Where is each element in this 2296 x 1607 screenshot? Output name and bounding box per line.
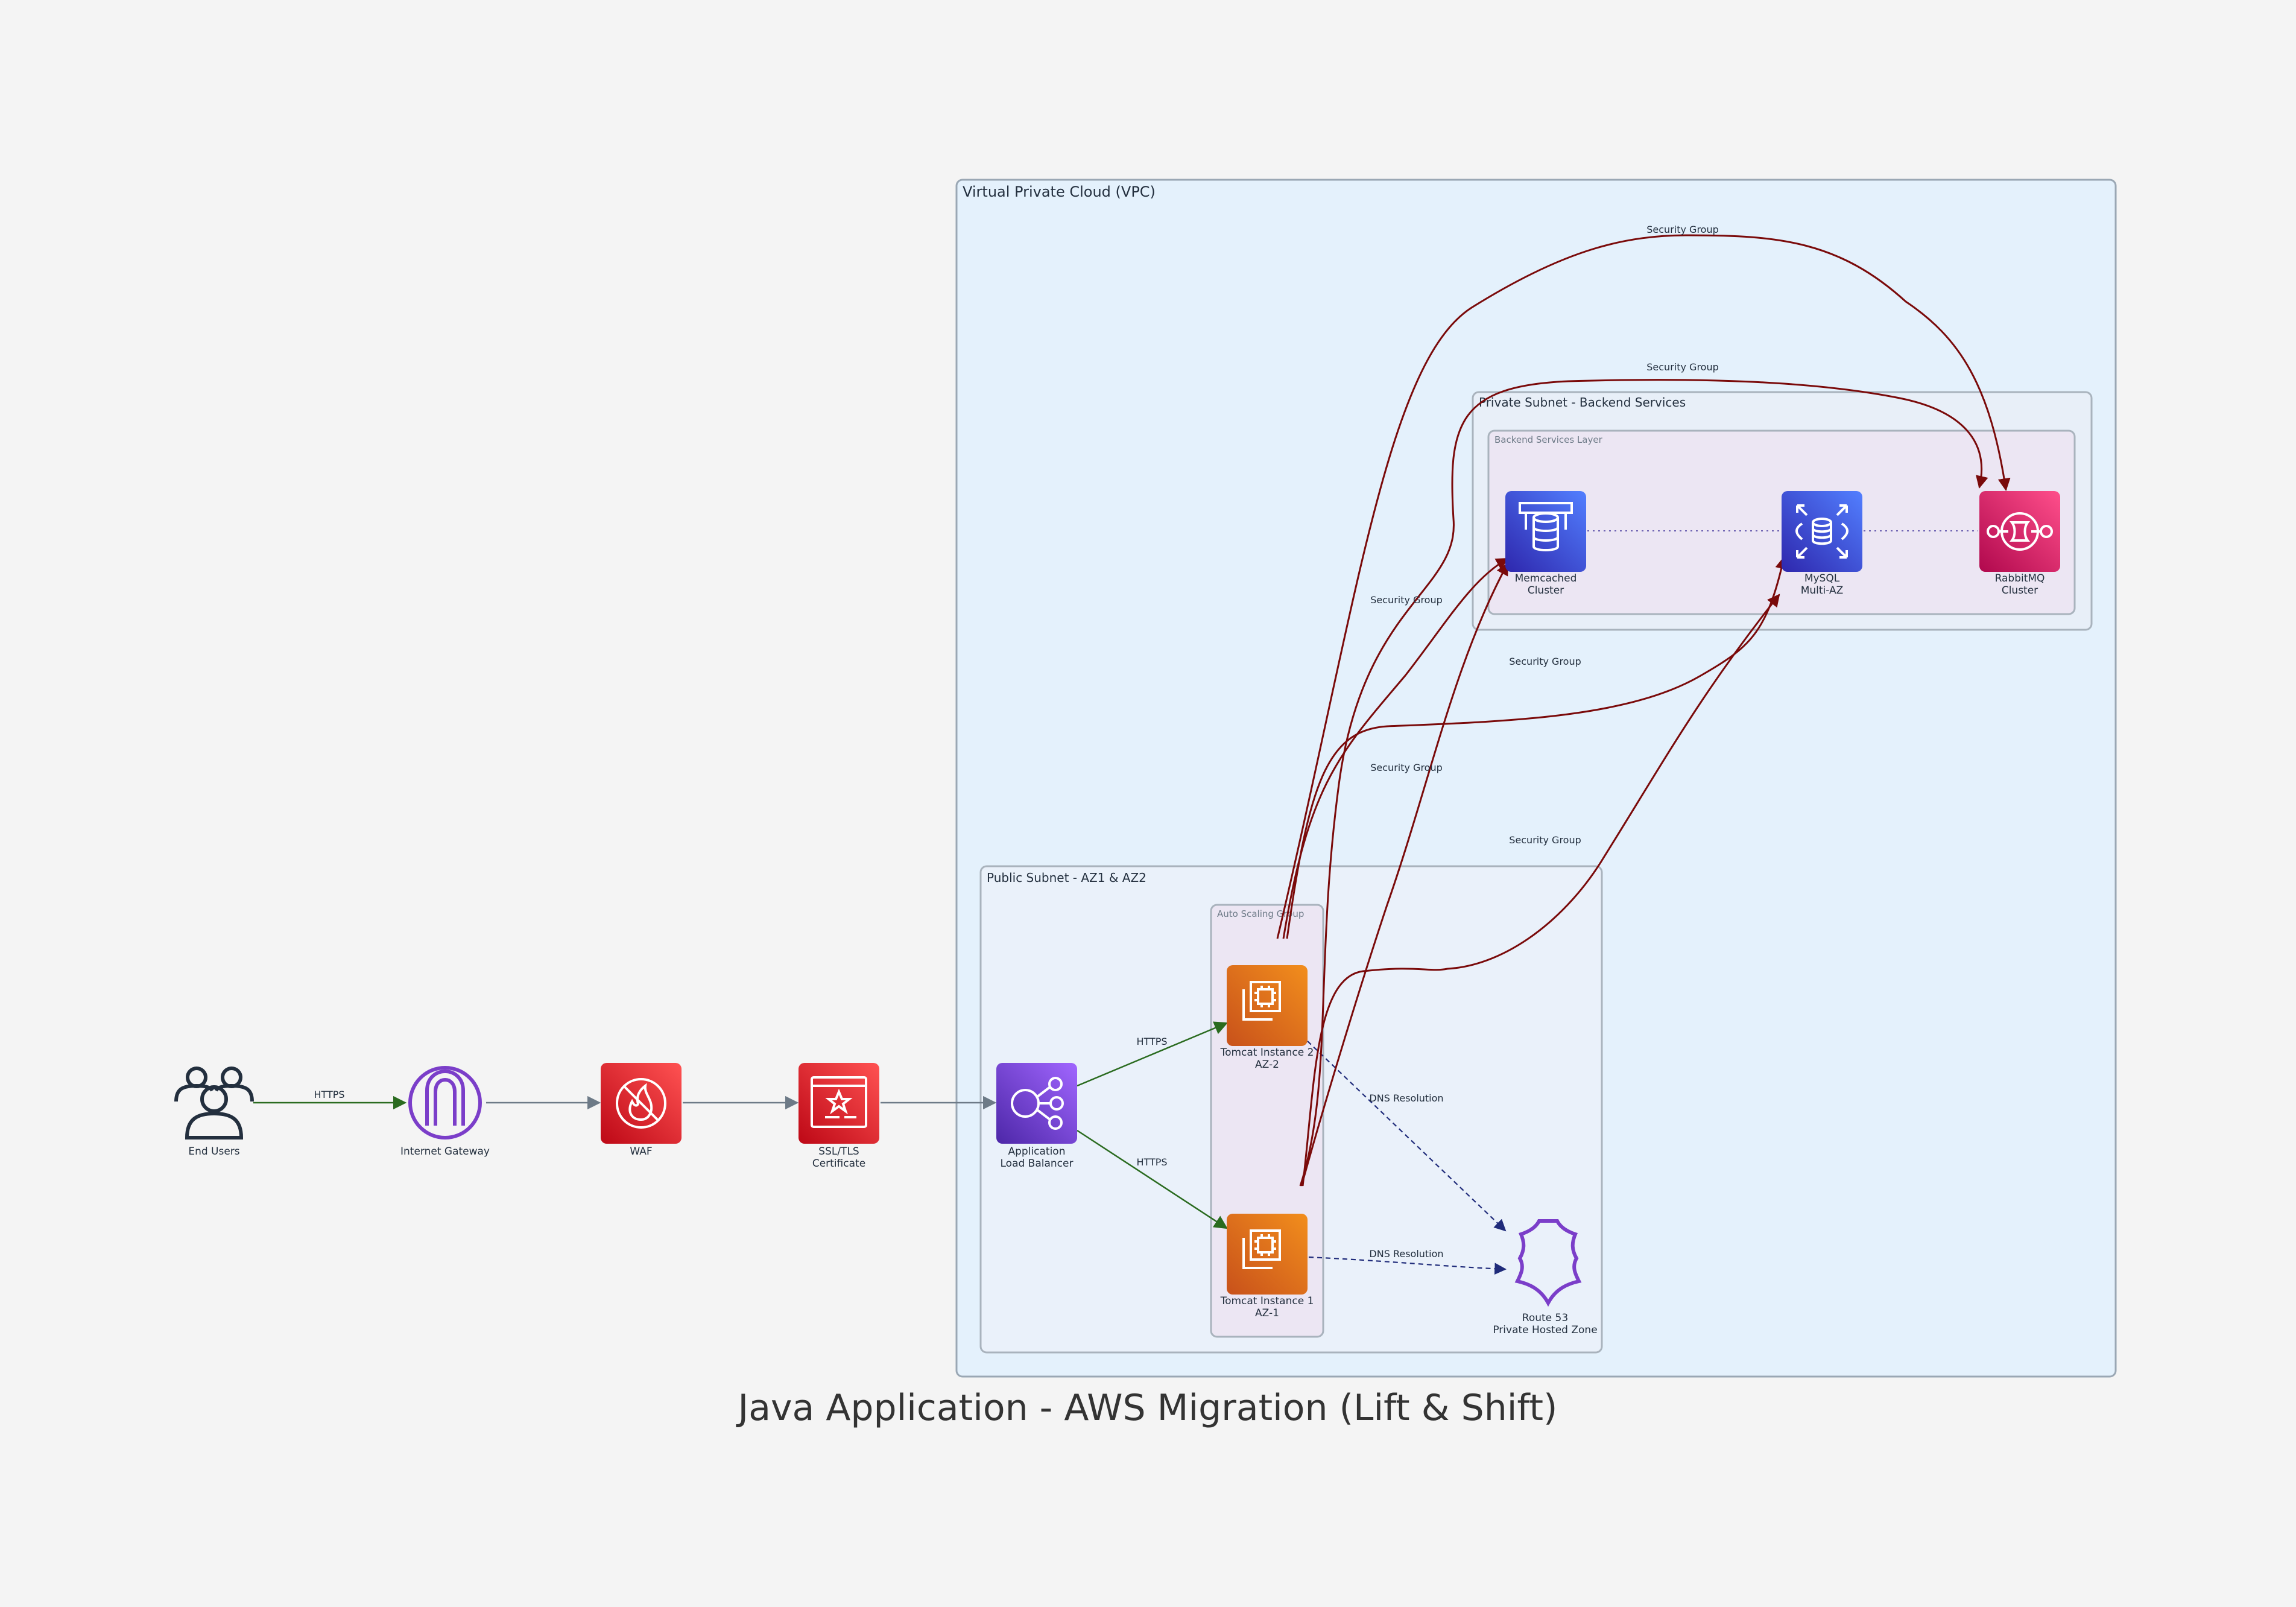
edge-label-sg4: Security Group [1509,656,1581,667]
firewall-icon [616,1078,666,1129]
edge-sg-tomcat2-memcached [1282,557,1509,939]
edge-label-sg3: Security Group [1370,594,1443,606]
diagram-title: Java Application - AWS Migration (Lift &… [736,1387,1558,1429]
edge-sg-tomcat1-memcached [1300,562,1509,1187]
mysql-label-line2: Multi-AZ [1801,585,1844,597]
edge-label-sg5: Security Group [1370,762,1443,773]
internet-gateway-label: Internet Gateway [400,1146,490,1158]
gateway-arch-shape [425,1069,465,1126]
edge-alb-tomcat1 [1077,1129,1228,1229]
backend-layer-label: Backend Services Layer [1494,434,1603,445]
load-balancer-icon [1011,1077,1064,1130]
rabbitmq-label-line1: RabbitMQ [1995,572,2045,585]
alb-label-line2: Load Balancer [1001,1158,1074,1170]
internet-gateway-icon [408,1066,482,1139]
edge-label-dns-tomcat1: DNS Resolution [1369,1248,1443,1260]
memcached-label-line2: Cluster [1528,585,1564,597]
ssl-label-line2: Certificate [812,1158,865,1170]
tomcat-instance-1-node[interactable]: Tomcat Instance 1 AZ-1 [1220,1214,1314,1319]
memcached-label-line1: Memcached [1515,572,1577,585]
rabbitmq-label-line2: Cluster [2002,585,2038,597]
edge-alb-tomcat2 [1077,1021,1229,1087]
route53-label-line1: Route 53 [1522,1312,1568,1324]
memcached-node[interactable]: Memcached Cluster [1505,491,1586,597]
tomcat1-label-line2: AZ-1 [1255,1307,1279,1319]
rds-database-icon [1795,504,1849,559]
edge-sg-tomcat2-rabbitmq [1276,234,2011,939]
ec2-instance-icon [1242,981,1281,1021]
edge-label-alb-tomcat2: HTTPS [1136,1036,1167,1047]
private-subnet-label: Private Subnet - Backend Services [1479,395,1686,410]
edge-label-users-igw: HTTPS [314,1089,344,1100]
internet-gateway-node[interactable]: Internet Gateway [400,1066,490,1158]
alb-node[interactable]: Application Load Balancer [996,1063,1077,1170]
edge-label-sg1: Security Group [1646,224,1719,235]
ssl-label-line1: SSL/TLS [818,1146,859,1158]
edge-label-sg2: Security Group [1646,361,1719,373]
edge-sg-tomcat1-rabbitmq [1299,379,1988,1187]
waf-node[interactable]: WAF [601,1063,682,1158]
alb-label-line1: Application [1008,1146,1066,1158]
route53-label-line2: Private Hosted Zone [1493,1324,1597,1336]
edge-label-sg6: Security Group [1509,834,1581,846]
message-queue-icon [1987,512,2053,551]
vpc-label: Virtual Private Cloud (VPC) [963,183,1156,200]
route53-shield-icon [1514,1219,1582,1307]
memcached-icon [1519,502,1573,551]
tomcat1-label-line1: Tomcat Instance 1 [1220,1295,1314,1307]
edge-dns-tomcat1 [1308,1256,1507,1275]
tomcat2-label-line1: Tomcat Instance 2 [1220,1047,1314,1059]
tomcat2-label-line2: AZ-2 [1255,1059,1279,1071]
waf-label: WAF [630,1146,652,1158]
edge-sg-tomcat2-mysql [1286,556,1788,939]
edge-dns-tomcat2 [1307,1041,1507,1232]
ssl-certificate-node[interactable]: SSL/TLS Certificate [799,1063,879,1170]
ec2-instance-icon [1242,1229,1281,1269]
mysql-node[interactable]: MySQL Multi-AZ [1782,491,1862,597]
mysql-label-line1: MySQL [1804,572,1840,585]
tomcat-instance-2-node[interactable]: Tomcat Instance 2 AZ-2 [1220,965,1314,1071]
certificate-icon [811,1076,867,1128]
rabbitmq-node[interactable]: RabbitMQ Cluster [1979,491,2060,597]
end-users-label: End Users [188,1146,239,1158]
edge-label-alb-tomcat1: HTTPS [1136,1156,1167,1168]
users-icon [174,1067,254,1139]
edge-label-dns-tomcat2: DNS Resolution [1369,1092,1443,1104]
route53-node[interactable]: Route 53 Private Hosted Zone [1493,1219,1598,1336]
edge-sg-tomcat1-mysql [1301,594,1780,1187]
public-subnet-label: Public Subnet - AZ1 & AZ2 [987,870,1146,885]
end-users-node[interactable]: End Users [174,1067,254,1158]
